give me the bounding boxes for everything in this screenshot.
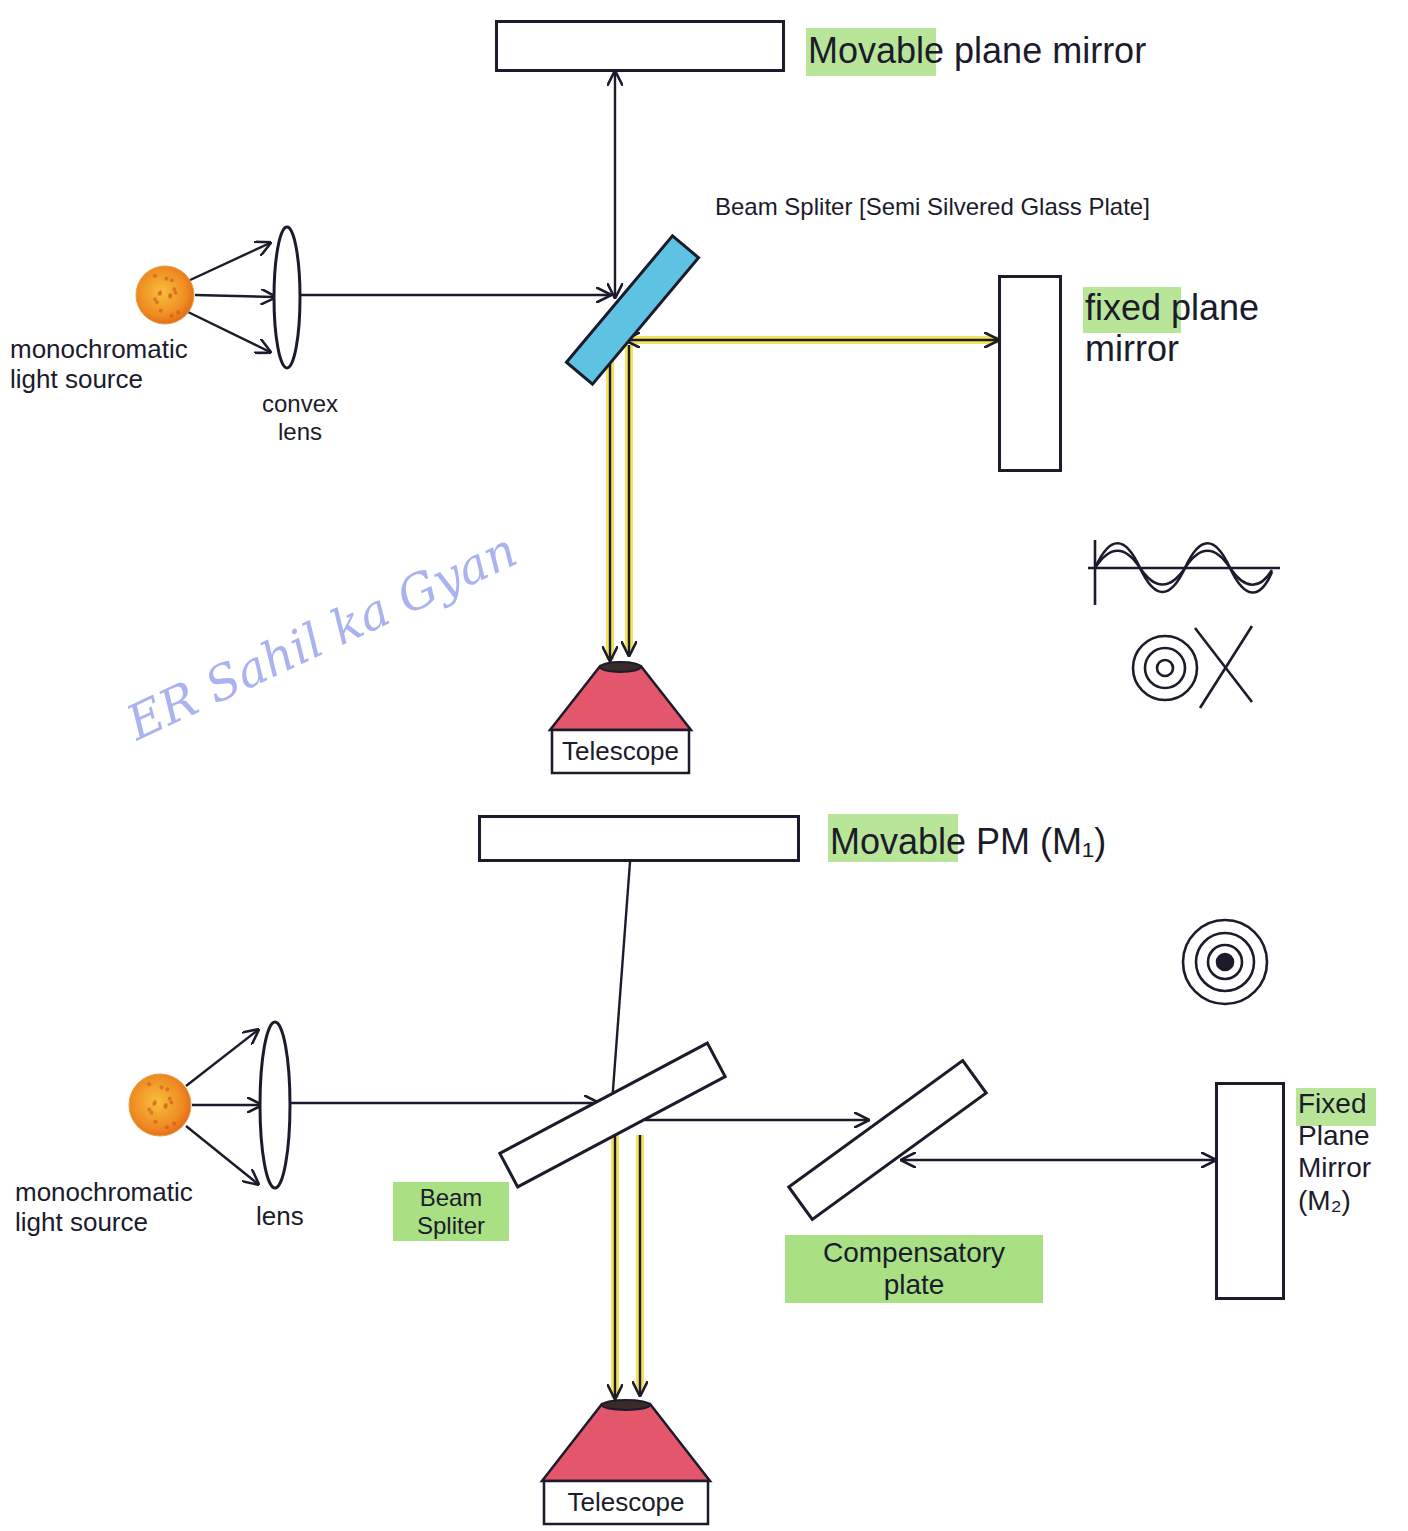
convex-lens: convex lens [272, 225, 302, 370]
lens-outline [258, 1020, 292, 1190]
fringe-rings [1183, 920, 1267, 1004]
lens: lens [258, 1020, 292, 1190]
fringe-rings-crossed [1133, 626, 1252, 708]
movable-mirror: Movable PM (M₁) [478, 815, 800, 862]
light-ray [188, 312, 270, 352]
node-label: fixed plane mirror [1085, 287, 1265, 370]
beam-highlight [606, 345, 614, 660]
node-label: monochromatic light source [10, 335, 225, 395]
node-text: Telescope [552, 730, 689, 773]
light-source: monochromatic light source [128, 1073, 192, 1137]
light-beam [645, 1119, 868, 1121]
return-beam [628, 345, 630, 655]
beam-splitter: Beam Spliter [Semi Silvered Glass Plate] [560, 235, 705, 385]
return-beam [639, 1135, 641, 1395]
light-beam [626, 339, 998, 341]
light-ray [186, 1126, 258, 1184]
fixed-mirror: Fixed Plane Mirror (M₂) [1215, 1082, 1285, 1300]
convex-lens-outline [272, 225, 302, 370]
light-beam [290, 1102, 598, 1104]
node-label: lens [256, 1202, 326, 1232]
node-text: Telescope [544, 1481, 708, 1524]
light-beam [300, 294, 610, 296]
fixed-mirror-outline [1215, 1082, 1285, 1300]
beam-splitter: Beam Spliter [505, 1045, 720, 1185]
node-label: Compensatory plate [785, 1235, 1043, 1303]
fixed-mirror: fixed plane mirror [998, 275, 1062, 472]
light-beam [609, 345, 611, 660]
compensatory-plate: Compensatory plate [790, 1065, 985, 1215]
light-ray [188, 243, 270, 281]
node-label: Movable plane mirror [808, 30, 1228, 71]
beam-splitter-outline [560, 235, 705, 385]
light-ray [186, 1030, 258, 1086]
telescope: Telescope [548, 660, 693, 775]
light-source-outline [135, 265, 195, 325]
light-source-outline [128, 1073, 192, 1137]
movable-mirror-outline [478, 815, 800, 862]
movable-mirror-outline [495, 20, 785, 72]
movable-mirror: Movable plane mirror [495, 20, 785, 72]
wave-sketch [1088, 540, 1280, 605]
beam-highlight [611, 1133, 619, 1398]
light-source: monochromatic light source [135, 265, 195, 325]
fixed-mirror-outline [998, 275, 1062, 472]
node-label: Fixed Plane Mirror (M₂) [1298, 1088, 1402, 1217]
light-beam [195, 295, 275, 297]
light-beam [614, 1133, 616, 1398]
node-label: convex lens [250, 390, 350, 445]
node-label: Beam Spliter [Semi Silvered Glass Plate] [715, 193, 1325, 221]
compensatory-plate-outline [790, 1065, 985, 1215]
beam-splitter-outline [505, 1045, 720, 1185]
beam-highlight [626, 336, 998, 344]
watermark: ER Sahil ka Gyan [118, 521, 525, 750]
node-label: Beam Spliter [393, 1182, 509, 1241]
light-beam [902, 1159, 1215, 1161]
node-label: Movable PM (M₁) [830, 821, 1210, 862]
node-label: monochromatic light source [15, 1178, 230, 1238]
telescope: Telescope [540, 1398, 712, 1526]
light-beam [614, 72, 616, 297]
light-beam [192, 1104, 261, 1106]
